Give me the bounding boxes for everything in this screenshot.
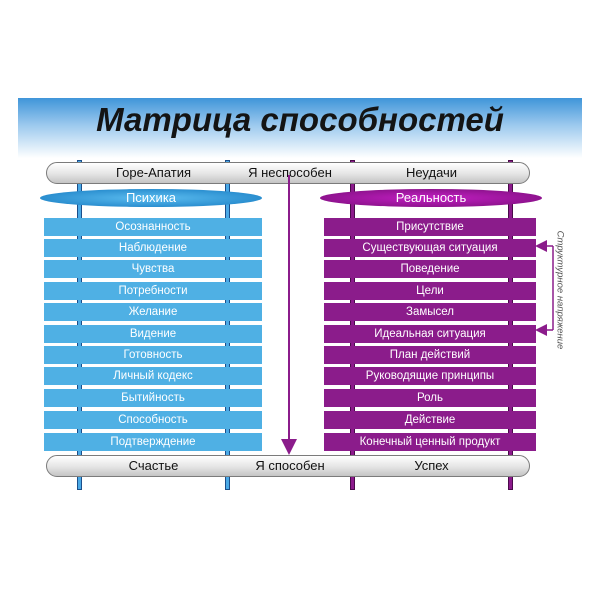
psyche-item: Подтверждение xyxy=(44,433,262,451)
psyche-item: Чувства xyxy=(44,260,262,278)
bottom-bar-center-label: Я способен xyxy=(255,458,325,473)
reality-item: Замысел xyxy=(324,303,536,321)
psyche-heading: Психика xyxy=(40,189,262,207)
psyche-item: Бытийность xyxy=(44,389,262,407)
reality-item: Поведение xyxy=(324,260,536,278)
reality-item: План действий xyxy=(324,346,536,364)
reality-item: Цели xyxy=(324,282,536,300)
top-bar-right-label: Неудачи xyxy=(405,165,458,180)
reality-item: Присутствие xyxy=(324,218,536,236)
page-title: Матрица способностей xyxy=(96,101,504,138)
reality-item: Существующая ситуация xyxy=(324,239,536,257)
reality-item: Роль xyxy=(324,389,536,407)
psyche-item: Личный кодекс xyxy=(44,367,262,385)
reality-item: Действие xyxy=(324,411,536,429)
psyche-item: Готовность xyxy=(44,346,262,364)
reality-item: Конечный ценный продукт xyxy=(324,433,536,451)
psyche-item: Осознанность xyxy=(44,218,262,236)
reality-item: Идеальная ситуация xyxy=(324,325,536,343)
top-bar-center-label: Я неспособен xyxy=(248,165,332,180)
bottom-bar-left-label: Счастье xyxy=(128,458,179,473)
reality-heading: Реальность xyxy=(320,189,542,207)
psyche-item: Наблюдение xyxy=(44,239,262,257)
psyche-item: Желание xyxy=(44,303,262,321)
structural-tension-label: Структурное напряжение xyxy=(554,230,566,350)
reality-item: Руководящие принципы xyxy=(324,367,536,385)
psyche-item: Потребности xyxy=(44,282,262,300)
top-bar-left-label: Горе-Апатия xyxy=(115,165,192,180)
bottom-bar xyxy=(46,455,530,477)
bottom-bar-right-label: Успех xyxy=(414,458,449,473)
title-band xyxy=(18,98,582,158)
psyche-item: Способность xyxy=(44,411,262,429)
psyche-item: Видение xyxy=(44,325,262,343)
